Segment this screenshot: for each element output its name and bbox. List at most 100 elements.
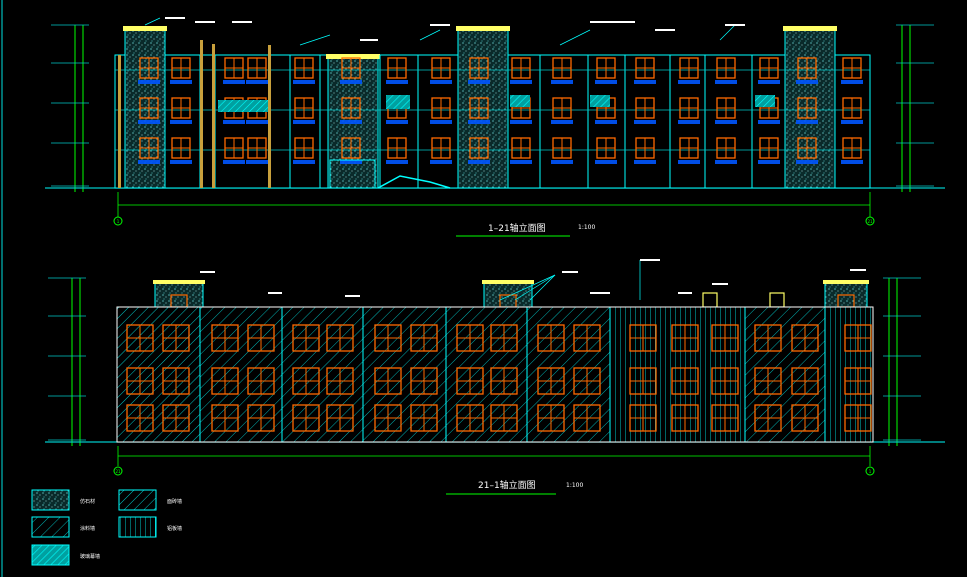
window-sill (551, 160, 573, 164)
window-sill (758, 160, 780, 164)
legend-label-2: 涂料墙 (80, 525, 95, 532)
window-sill (223, 160, 245, 164)
window-sill (293, 120, 315, 124)
window-sill (468, 80, 490, 84)
pilaster (200, 40, 203, 188)
top-elevation (45, 17, 945, 217)
bottom-scale: 1:100 (566, 482, 583, 489)
window-sill (293, 80, 315, 84)
window-sill (293, 160, 315, 164)
leader-line (514, 274, 556, 301)
pilaster (268, 45, 271, 188)
window-sill (678, 80, 700, 84)
window-sill (551, 120, 573, 124)
tower-cap (326, 54, 380, 59)
wall-segment (116, 306, 201, 443)
roof-box-cap (823, 280, 869, 284)
axis-label-top-start: 1 (117, 219, 120, 224)
leader-line (144, 17, 161, 26)
window-sill (678, 160, 700, 164)
window-sill (758, 120, 780, 124)
top-title: 1–21轴立面图 (488, 222, 546, 234)
window-sill (386, 120, 408, 124)
roof-box-cap (153, 280, 205, 284)
window-sill (715, 80, 737, 84)
bottom-elevation (45, 259, 945, 466)
window-sill (510, 160, 532, 164)
leader-line (499, 274, 556, 301)
window-sill (430, 160, 452, 164)
window-sill (841, 160, 863, 164)
legend-label-0: 仿石材 (80, 498, 95, 505)
window-sill (510, 80, 532, 84)
wall-segment (281, 306, 364, 443)
window-sill (634, 120, 656, 124)
legend-swatch-vlines (118, 516, 157, 538)
window-sill (386, 80, 408, 84)
spandrel (218, 100, 268, 112)
roof-box-cap (482, 280, 534, 284)
pilaster (118, 55, 121, 188)
window-sill (796, 160, 818, 164)
leader-line (719, 24, 736, 41)
window-sill (595, 160, 617, 164)
spandrel (386, 95, 410, 109)
window-sill (170, 120, 192, 124)
spandrel (590, 95, 610, 107)
axis-bubble-bottom-end (865, 466, 875, 476)
wall-segment (526, 306, 611, 443)
window-sill (246, 80, 268, 84)
window-sill (634, 160, 656, 164)
tower-cap (123, 26, 167, 31)
window-sill (468, 120, 490, 124)
pilaster (212, 44, 215, 188)
roof-vent (702, 292, 718, 308)
window-sill (796, 120, 818, 124)
roof-vent (769, 292, 785, 308)
bottom-title: 21–1轴立面图 (478, 479, 536, 491)
axis-bubble-top-start (113, 216, 123, 226)
window-sill (715, 160, 737, 164)
window-sill (340, 120, 362, 124)
stone-tower (124, 29, 166, 189)
window-sill (138, 160, 160, 164)
leader-line (419, 29, 441, 41)
window-sill (170, 80, 192, 84)
window-sill (340, 160, 362, 164)
legend-swatch-hatch-brown (118, 489, 157, 511)
window-sill (758, 80, 780, 84)
window-sill (430, 120, 452, 124)
wall-segment (609, 306, 746, 443)
tower-cap (783, 26, 837, 31)
leader-line (559, 29, 591, 46)
window-sill (634, 80, 656, 84)
window-sill (223, 80, 245, 84)
legend-label-3: 铝板墙 (167, 525, 182, 532)
window-sill (510, 120, 532, 124)
window-sill (595, 120, 617, 124)
window-sill (170, 160, 192, 164)
entrance (329, 159, 376, 189)
window-sill (595, 80, 617, 84)
window-sill (138, 80, 160, 84)
window-sill (386, 160, 408, 164)
spandrel (755, 95, 775, 107)
wall-segment (824, 306, 874, 443)
legend-swatch-hatch-cyan (31, 544, 70, 566)
spandrel (510, 95, 530, 107)
legend-label-4: 玻璃幕墙 (80, 553, 100, 560)
window-sill (223, 120, 245, 124)
tower-cap (456, 26, 510, 31)
window-sill (796, 80, 818, 84)
window-sill (841, 80, 863, 84)
axis-label-bottom-start: 21 (115, 469, 121, 474)
legend-swatch-hatch-gray (31, 516, 70, 538)
stone-tower (457, 29, 509, 189)
window-sill (138, 120, 160, 124)
facade-outline (116, 306, 874, 443)
window-sill (246, 160, 268, 164)
window-sill (468, 160, 490, 164)
window-sill (551, 80, 573, 84)
wall-segment (445, 306, 528, 443)
window-sill (246, 120, 268, 124)
